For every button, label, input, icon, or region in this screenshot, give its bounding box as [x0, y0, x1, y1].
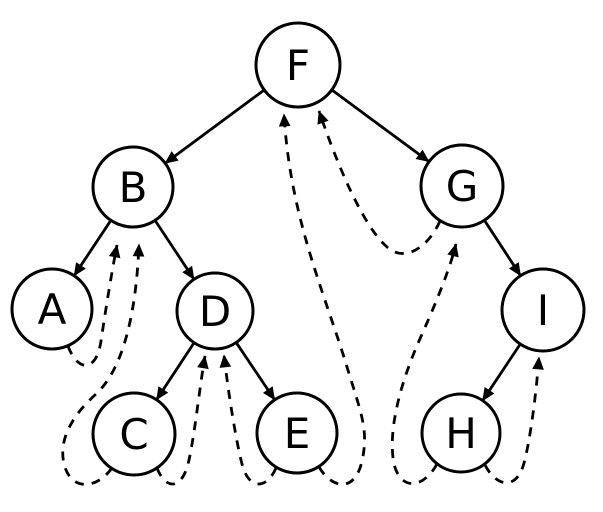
node-E-label: E — [284, 409, 311, 458]
node-A-circle — [10, 267, 94, 351]
thread-edge-H-G — [390, 243, 459, 485]
node-H-label: H — [445, 409, 477, 458]
node-B-label: B — [119, 163, 148, 212]
thread-edge-A-B — [66, 244, 121, 367]
node-I-label: I — [537, 286, 549, 335]
thread-edge-C-D — [155, 355, 209, 486]
node-G-label: G — [446, 162, 479, 211]
node-C-label: C — [119, 410, 148, 459]
node-C-circle — [91, 391, 177, 477]
node-F-circle — [254, 21, 342, 109]
tree-edge-B-A — [72, 219, 113, 277]
node-G-circle — [419, 143, 505, 229]
tree-edge-B-D — [153, 219, 196, 281]
node-B-circle — [91, 145, 175, 229]
node-D-circle — [175, 271, 255, 351]
tree-edge-F-B — [164, 88, 266, 165]
node-F-label: F — [286, 41, 310, 90]
tree-edge-F-G — [330, 88, 430, 163]
tree-edge-I-H — [481, 343, 522, 402]
thread-edge-E-D — [219, 354, 278, 486]
node-A-label: A — [38, 285, 67, 334]
node-D-label: D — [199, 287, 231, 336]
node-H-circle — [420, 392, 502, 474]
tree-edge-D-E — [235, 341, 276, 401]
thread-edge-H-I — [483, 356, 544, 484]
thread-edge-E-F — [278, 113, 366, 486]
node-I-circle — [500, 267, 586, 353]
tree-edge-D-C — [155, 341, 196, 401]
thread-edge-C-B — [61, 243, 145, 486]
tree-edge-G-I — [483, 219, 522, 277]
node-E-circle — [255, 391, 339, 475]
